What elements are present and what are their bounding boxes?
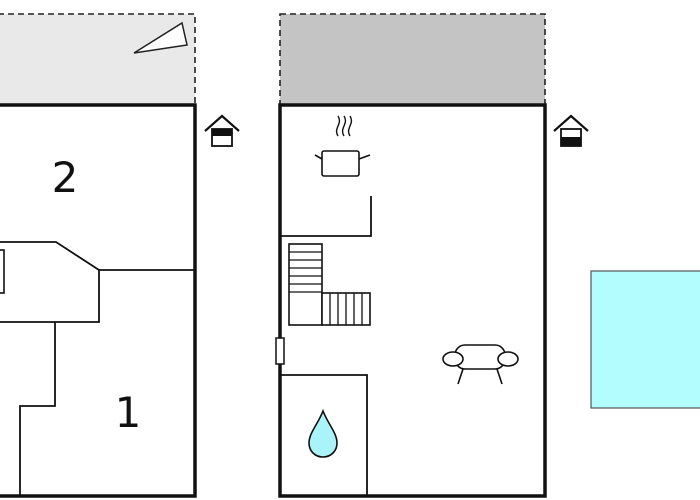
right-floor-walls xyxy=(278,103,547,498)
sofa-icon xyxy=(442,344,519,385)
room-label-1: 1 xyxy=(115,388,142,437)
right-floor xyxy=(275,13,589,498)
sun-lounger-icon xyxy=(133,21,188,54)
entrance-icon xyxy=(553,114,589,147)
terrace-right xyxy=(279,13,546,106)
staircase-icon xyxy=(288,243,371,326)
swimming-pool xyxy=(590,270,700,409)
left-floor: 2 1 xyxy=(0,13,240,498)
left-floor-cabinet xyxy=(0,249,5,294)
left-floor-walls xyxy=(0,103,197,498)
water-drop-icon xyxy=(308,408,338,458)
bathroom-partition xyxy=(280,374,368,496)
side-door xyxy=(275,337,285,365)
left-floor-partition xyxy=(0,241,100,496)
room-label-2: 2 xyxy=(52,153,79,202)
kitchen-partition xyxy=(280,196,372,237)
entrance-icon xyxy=(204,114,240,147)
cooking-pot-icon xyxy=(314,115,371,177)
terrace-left xyxy=(0,13,196,106)
